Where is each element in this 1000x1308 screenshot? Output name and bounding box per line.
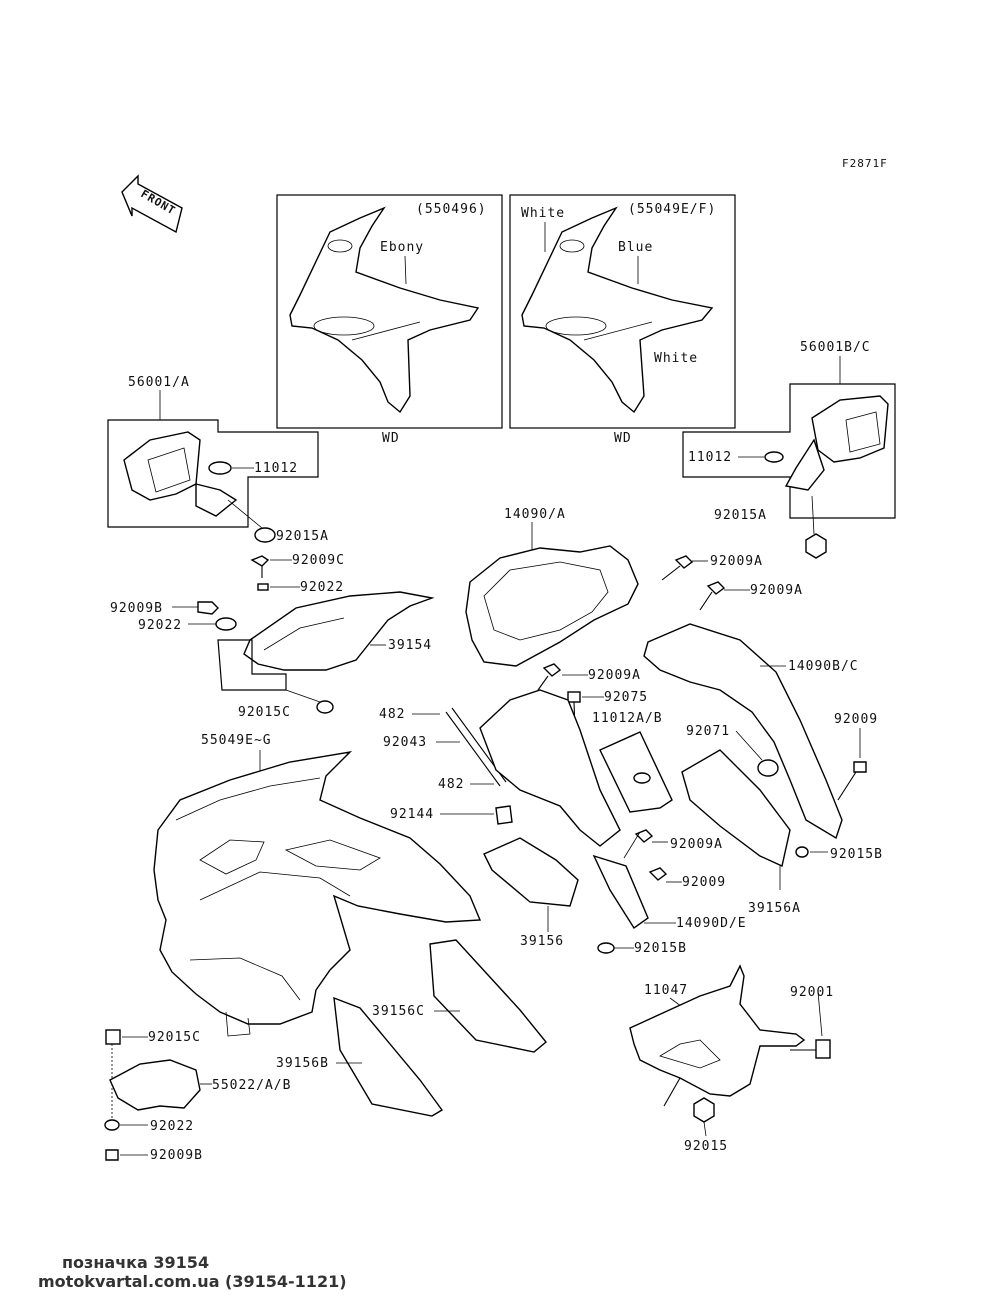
part-92015A-right: 92015A bbox=[714, 508, 767, 523]
part-92009A-3: 92009A bbox=[588, 668, 641, 683]
inset-1-code: (550496) bbox=[416, 202, 487, 217]
part-11012AB: 11012A/B bbox=[592, 711, 663, 726]
part-55049EG: 55049E~G bbox=[201, 733, 272, 748]
part-39156A: 39156A bbox=[748, 901, 801, 916]
part-92009B-b: 92009B bbox=[150, 1148, 203, 1163]
front-arrow-icon: FRONT bbox=[121, 174, 183, 234]
part-92075: 92075 bbox=[604, 690, 648, 705]
figure-code: F2871F bbox=[842, 157, 888, 170]
part-92009A-4: 92009A bbox=[670, 837, 723, 852]
part-92015C-b: 92015C bbox=[148, 1030, 201, 1045]
inset-2-code: (55049E/F) bbox=[628, 202, 716, 217]
part-92009C: 92009C bbox=[292, 553, 345, 568]
mirror-right-group: 56001B/C 11012 92015A bbox=[682, 340, 896, 559]
panel-14090BC: 92009A 14090B/C 92071 92009 39156A 92015… bbox=[643, 581, 883, 916]
part-39156C: 39156C bbox=[372, 1004, 425, 1019]
part-92022-c: 92022 bbox=[150, 1119, 194, 1134]
inset-box-1: (550496) Ebony WD bbox=[276, 194, 503, 446]
part-92009B: 92009B bbox=[110, 601, 163, 616]
part-14090A: 14090/A bbox=[504, 507, 566, 522]
mirror-left-group: 56001/A 11012 92015A bbox=[107, 375, 329, 544]
part-92071: 92071 bbox=[686, 724, 730, 739]
inset-box-2: (55049E/F) White Blue White WD bbox=[509, 194, 736, 446]
part-92009A-2: 92009A bbox=[750, 583, 803, 598]
part-92015: 92015 bbox=[684, 1139, 728, 1154]
plates-lower: 39156C 39156B bbox=[276, 939, 547, 1117]
part-14090DE: 14090D/E bbox=[676, 916, 747, 931]
cover-39154 bbox=[243, 591, 435, 671]
part-56001A: 56001/A bbox=[128, 375, 190, 390]
part-92009-right: 92009 bbox=[834, 712, 878, 727]
part-11012-right: 11012 bbox=[688, 450, 732, 465]
part-14090BC: 14090B/C bbox=[788, 659, 859, 674]
part-11047: 11047 bbox=[644, 983, 688, 998]
inset-2-caption: WD bbox=[614, 431, 632, 446]
part-482-b: 482 bbox=[438, 777, 464, 792]
footer-line-2: motokvartal.com.ua (39154-1121) bbox=[38, 1272, 347, 1291]
bracket-55022-group: 92015C 55022/A/B 92022 92009B bbox=[104, 1029, 291, 1163]
plate-39156 bbox=[483, 837, 579, 907]
fairing-55049EG: 55049E~G bbox=[153, 733, 482, 1037]
footer-line-1: позначка 39154 bbox=[62, 1253, 210, 1272]
part-92015A-left: 92015A bbox=[276, 529, 329, 544]
part-92144: 92144 bbox=[390, 807, 434, 822]
part-92015B-1: 92015B bbox=[830, 847, 883, 862]
plate-11012AB bbox=[599, 731, 673, 813]
part-92009-center: 92009 bbox=[682, 875, 726, 890]
part-92022-a: 92022 bbox=[300, 580, 344, 595]
washer-left bbox=[208, 461, 232, 475]
part-39154: 39154 bbox=[388, 638, 432, 653]
inset-2-color-white-1: White bbox=[521, 206, 565, 221]
bracket-11047: 11047 92001 92015 bbox=[629, 964, 834, 1154]
inset-1-color-ebony: Ebony bbox=[380, 240, 424, 255]
part-92015C-a: 92015C bbox=[238, 705, 291, 720]
dashboard-14090A: 14090/A 92009A bbox=[465, 507, 763, 667]
inset-2-color-blue: Blue bbox=[618, 240, 653, 255]
inset-1-caption: WD bbox=[382, 431, 400, 446]
part-56001BC: 56001B/C bbox=[800, 340, 871, 355]
part-11012-left: 11012 bbox=[254, 461, 298, 476]
part-482-a: 482 bbox=[379, 707, 405, 722]
part-92043: 92043 bbox=[383, 735, 427, 750]
left-small-parts: 92009C 92022 92009B 92022 39154 92015C bbox=[110, 553, 435, 720]
part-92022-b: 92022 bbox=[138, 618, 182, 633]
part-55022: 55022/A/B bbox=[212, 1078, 291, 1093]
part-92009A-1: 92009A bbox=[710, 554, 763, 569]
part-39156: 39156 bbox=[520, 934, 564, 949]
part-92001: 92001 bbox=[790, 985, 834, 1000]
part-39156B: 39156B bbox=[276, 1056, 329, 1071]
inset-2-color-white-2: White bbox=[654, 351, 698, 366]
center-small-parts: 92009A 92075 482 92043 482 92144 11012A/… bbox=[379, 663, 747, 956]
part-92015B-2: 92015B bbox=[634, 941, 687, 956]
